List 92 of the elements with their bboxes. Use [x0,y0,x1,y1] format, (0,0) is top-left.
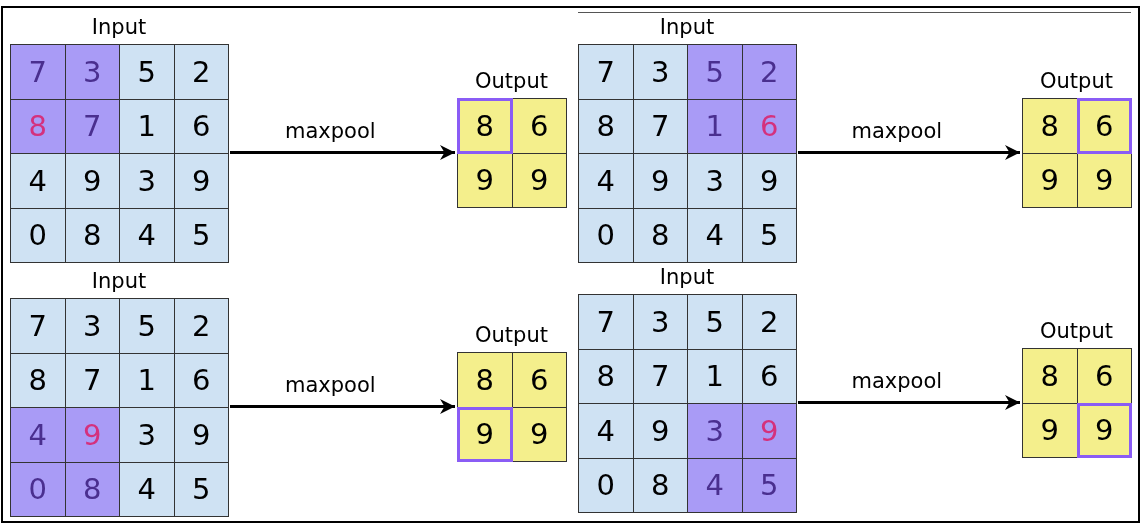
grid-heading: Output [1039,318,1114,344]
grid-cell: 1 [687,98,743,154]
grid-cell: 9 [511,152,567,208]
grid-cell: 7 [578,44,634,100]
grid-cell: 9 [173,407,229,463]
grid-cell: 7 [64,98,120,154]
grid-cell: 3 [687,403,743,459]
grid-cell: 1 [119,98,175,154]
grid-cell: 4 [687,207,743,263]
grid-cell: 4 [119,207,175,263]
grid-cell: 7 [64,352,120,408]
grid-cell: 3 [64,44,120,100]
grid-cell: 0 [578,207,634,263]
grid-cell: 5 [687,44,743,100]
grid-cell: 8 [457,352,513,408]
grid-cell: 8 [1022,98,1078,154]
grid-heading: Input [90,14,148,40]
grid-cell: 9 [741,403,797,459]
grid-cell: 6 [741,98,797,154]
grid-cell: 5 [119,298,175,354]
grid-cell: 6 [173,352,229,408]
grid-cell: 9 [1022,152,1078,208]
grid-cell: 6 [741,348,797,404]
grid-cell: 8 [1022,348,1078,404]
grid-heading: Output [474,322,549,348]
grid-cell: 6 [1076,98,1132,154]
grid-cell: 8 [10,98,66,154]
grid-cell: 9 [173,153,229,209]
grid-cell: 6 [511,98,567,154]
grid-cell: 7 [632,348,688,404]
grid-cell: 3 [119,153,175,209]
grid-cell: 8 [10,352,66,408]
arrow [798,145,1020,160]
grid-cell: 8 [457,98,513,154]
grid-cell: 8 [64,207,120,263]
grid-cell: 9 [457,406,513,462]
grid-cell: 5 [687,294,743,350]
grid-cell: 5 [119,44,175,100]
grid-cell: 9 [741,153,797,209]
grid-cell: 5 [741,457,797,513]
grid-heading: Input [658,264,716,290]
grid-cell: 8 [578,98,634,154]
grid-cell: 4 [10,407,66,463]
grid-cell: 3 [119,407,175,463]
grid-cell: 5 [173,207,229,263]
grid-cell: 6 [173,98,229,154]
grid-cell: 9 [632,403,688,459]
arrow [230,399,455,414]
grid-cell: 3 [632,294,688,350]
grid-cell: 0 [10,461,66,517]
grid-heading: Output [1039,68,1114,94]
grid-cell: 4 [578,403,634,459]
grid-cell: 1 [119,352,175,408]
grid-cell: 4 [10,153,66,209]
grid-cell: 9 [1076,152,1132,208]
grid-cell: 2 [741,294,797,350]
grid-cell: 2 [173,298,229,354]
grid-cell: 9 [1076,402,1132,458]
grid-cell: 8 [632,457,688,513]
grid-cell: 9 [64,407,120,463]
grid-cell: 6 [511,352,567,408]
grid-cell: 3 [64,298,120,354]
grid-cell: 5 [741,207,797,263]
grid-cell: 4 [119,461,175,517]
grid-cell: 7 [632,98,688,154]
grid-cell: 9 [64,153,120,209]
grid-cell: 8 [632,207,688,263]
grid-cell: 3 [632,44,688,100]
grid-cell: 2 [741,44,797,100]
grid-cell: 7 [10,298,66,354]
grid-heading: Input [90,268,148,294]
grid-heading: Input [658,14,716,40]
grid-cell: 8 [578,348,634,404]
grid-cell: 0 [10,207,66,263]
grid-cell: 9 [511,406,567,462]
grid-cell: 9 [457,152,513,208]
grid-cell: 8 [64,461,120,517]
grid-cell: 3 [687,153,743,209]
grid-cell: 2 [173,44,229,100]
grid-cell: 4 [687,457,743,513]
grid-cell: 7 [578,294,634,350]
grid-cell: 9 [632,153,688,209]
grid-cell: 7 [10,44,66,100]
grid-cell: 5 [173,461,229,517]
arrow [230,145,455,160]
grid-cell: 0 [578,457,634,513]
grid-cell: 4 [578,153,634,209]
grid-cell: 6 [1076,348,1132,404]
grid-heading: Output [474,68,549,94]
grid-cell: 1 [687,348,743,404]
grid-cell: 9 [1022,402,1078,458]
arrow [798,395,1020,410]
